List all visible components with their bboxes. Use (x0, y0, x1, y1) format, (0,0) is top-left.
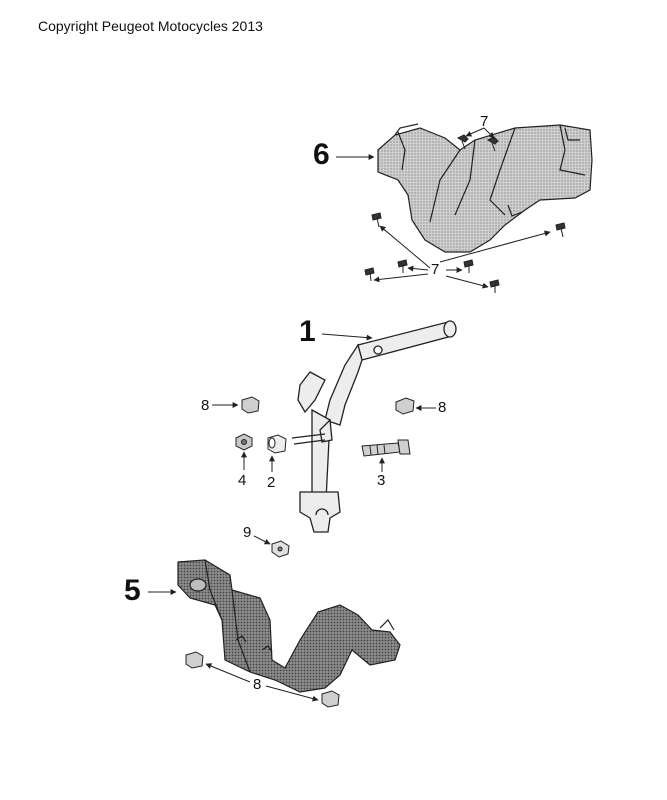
callout-3: 3 (377, 472, 386, 489)
handlebar-tube (291, 320, 457, 533)
callout-4: 4 (238, 472, 247, 489)
callout-8-left: 8 (201, 397, 210, 414)
callout-8-bottom: 8 (253, 676, 262, 693)
part-8-bottom-left-icon (185, 651, 204, 669)
lower-handlebar-cover (177, 559, 401, 693)
part-9-washer-icon (271, 540, 290, 558)
part-3-bolt-icon (361, 439, 411, 457)
part-8-bottom-right-icon (321, 690, 340, 708)
callout-7-top: 7 (480, 113, 489, 130)
part-4-nut-icon (235, 433, 253, 451)
copyright-text: Copyright Peugeot Motocycles 2013 (38, 18, 263, 34)
part-8-left-icon (241, 396, 260, 414)
part-8-right-icon (395, 397, 415, 415)
part-2-bushing-icon (267, 434, 287, 454)
callout-6: 6 (313, 138, 330, 171)
callout-1: 1 (299, 315, 316, 348)
upper-handlebar-cover (377, 123, 593, 253)
callout-7-middle: 7 (431, 261, 440, 278)
callout-5: 5 (124, 574, 141, 607)
leader-lines (148, 127, 551, 702)
callout-8-right: 8 (438, 399, 447, 416)
callout-9: 9 (243, 524, 252, 541)
callout-2: 2 (267, 474, 276, 491)
